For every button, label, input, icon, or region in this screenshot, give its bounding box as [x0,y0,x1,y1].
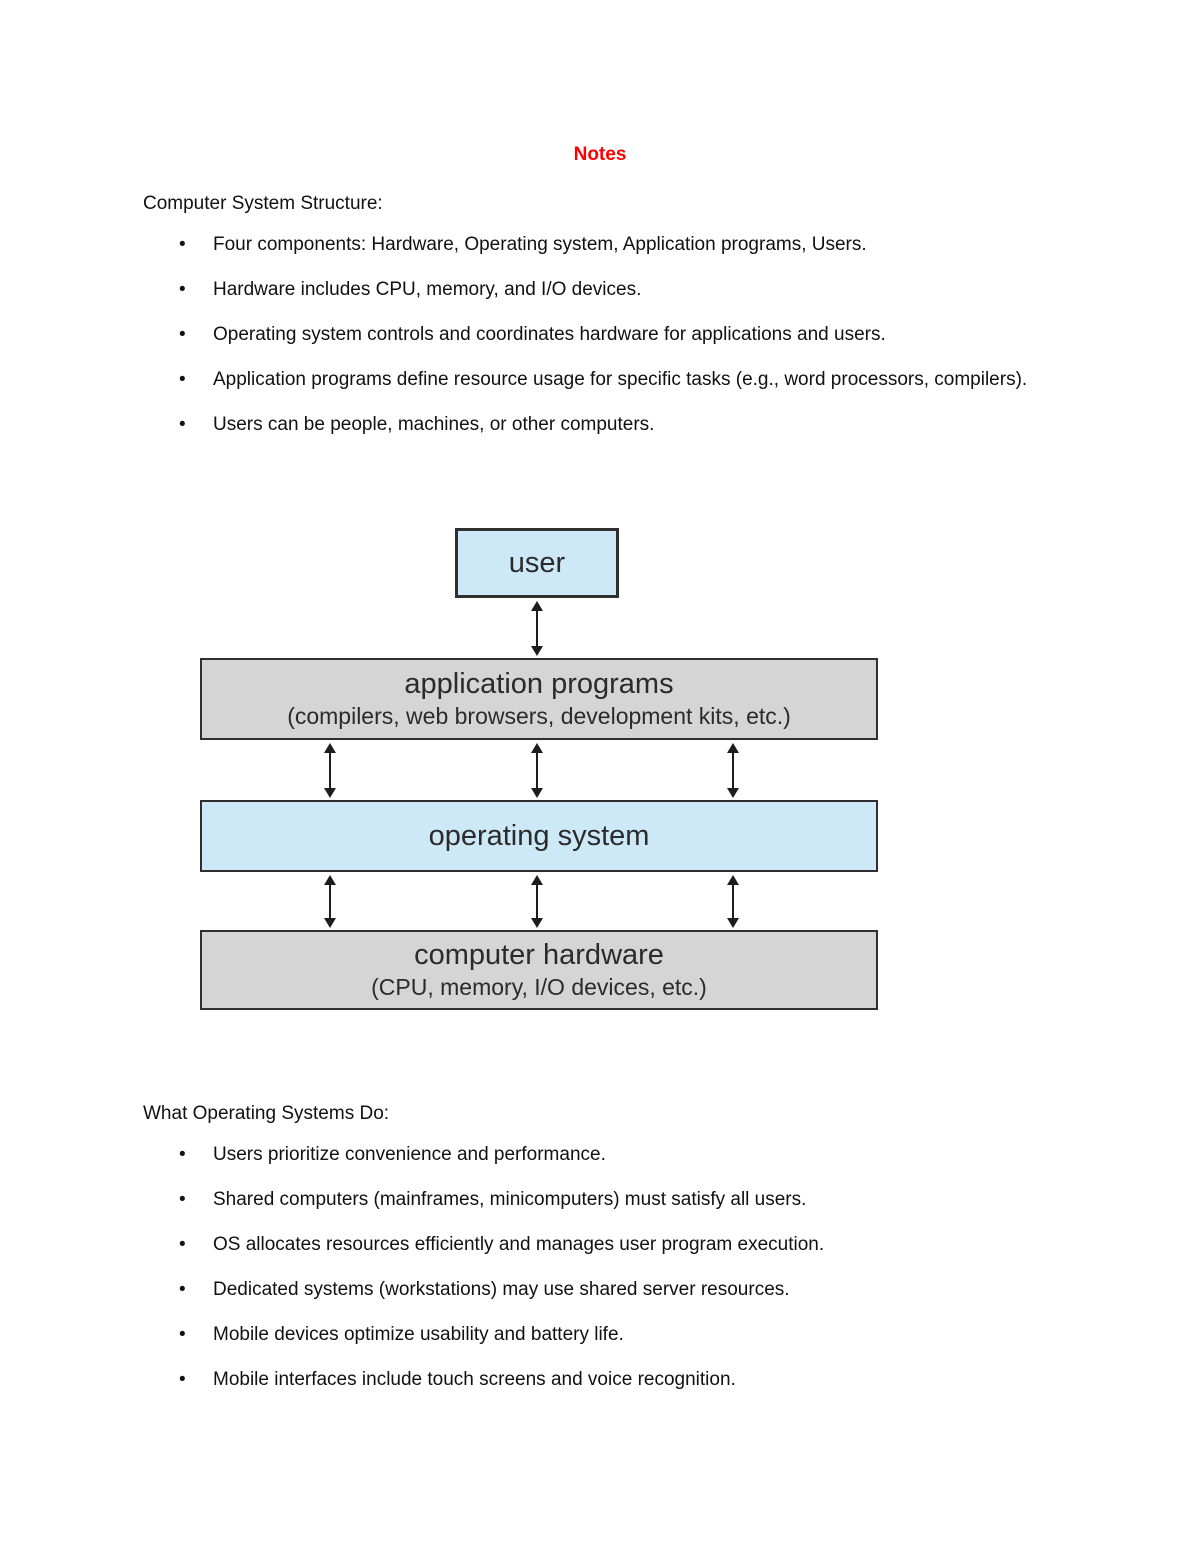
list-item: Mobile interfaces include touch screens … [179,1367,1133,1393]
section-heading: Computer System Structure: [143,193,383,214]
list-item: Users can be people, machines, or other … [179,412,1133,438]
double-arrow-icon [324,875,336,928]
page-title: Notes [573,144,627,165]
application-programs-sublabel: (compilers, web browsers, development ki… [287,702,791,729]
section-computer-system-structure: Computer System Structure: Four componen… [143,191,1133,438]
double-arrow-icon [531,601,543,656]
application-programs-box: application programs (compilers, web bro… [200,658,878,740]
double-arrow-icon [727,875,739,928]
list-item: Dedicated systems (workstations) may use… [179,1277,1133,1303]
os-layers-diagram: user application programs (compilers, we… [200,528,878,1010]
double-arrow-icon [324,743,336,798]
user-box-label: user [508,546,566,579]
double-arrow-icon [531,743,543,798]
list-item: Shared computers (mainframes, minicomput… [179,1187,1133,1213]
double-arrow-icon [531,875,543,928]
list-item: Application programs define resource usa… [179,367,1133,393]
list-item: Operating system controls and coordinate… [179,322,1133,348]
operating-system-label: operating system [428,819,650,852]
section-what-operating-systems-do: What Operating Systems Do: Users priorit… [143,1101,1133,1393]
computer-hardware-sublabel: (CPU, memory, I/O devices, etc.) [371,973,707,1000]
computer-hardware-label: computer hardware [414,939,664,972]
computer-hardware-box: computer hardware (CPU, memory, I/O devi… [200,930,878,1010]
double-arrow-icon [727,743,739,798]
list-item: Users prioritize convenience and perform… [179,1142,1133,1168]
user-box: user [455,528,619,598]
list-item: Hardware includes CPU, memory, and I/O d… [179,277,1133,303]
bullet-list: Four components: Hardware, Operating sys… [143,232,1133,438]
application-programs-label: application programs [404,668,674,701]
list-item: Mobile devices optimize usability and ba… [179,1322,1133,1348]
bullet-list: Users prioritize convenience and perform… [143,1142,1133,1393]
list-item: OS allocates resources efficiently and m… [179,1232,1133,1258]
section-heading: What Operating Systems Do: [143,1103,390,1124]
operating-system-box: operating system [200,800,878,872]
list-item: Four components: Hardware, Operating sys… [179,232,1133,258]
